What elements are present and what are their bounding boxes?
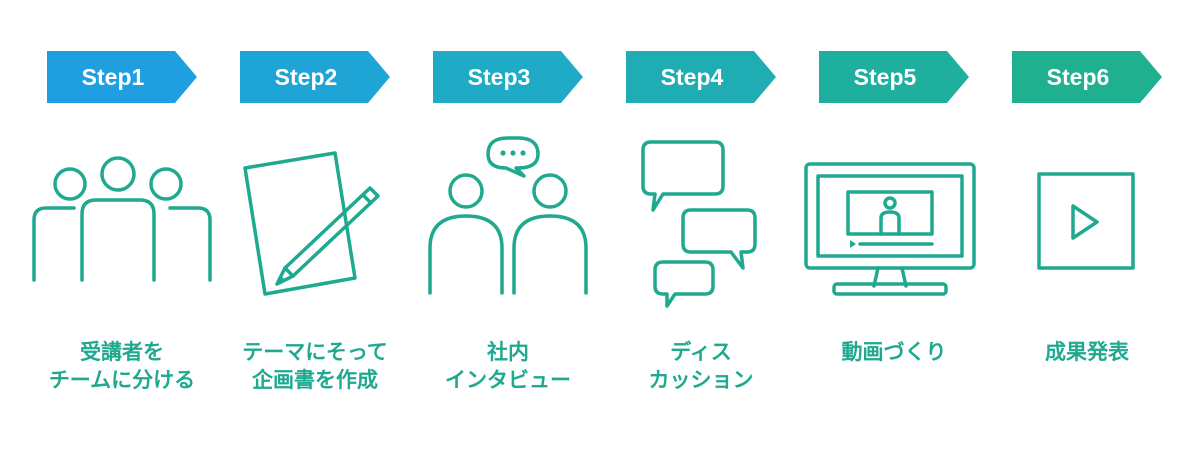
step-label: Step3 (467, 64, 531, 90)
step-label: Step5 (853, 64, 917, 90)
step-caption: ディス カッション (648, 340, 754, 392)
video-monitor-icon (804, 128, 984, 308)
step-badge: Step1 (47, 51, 197, 103)
step-3: Step3 社内 インタビュー (428, 0, 613, 472)
step-caption: 成果発表 (1045, 340, 1129, 364)
step-arrow-shape (240, 51, 390, 103)
step-caption: 動画づくり (841, 340, 947, 364)
step-label: Step1 (81, 64, 145, 90)
step-4: Step4 ディス カッション (626, 0, 806, 472)
step-5: Step5 動画づくり (804, 0, 999, 472)
step-arrow-shape (1012, 51, 1162, 103)
step-badge: Step6 (1012, 51, 1162, 103)
step-badge: Step2 (240, 51, 390, 103)
step-badge: Step3 (433, 51, 583, 103)
step-label: Step4 (660, 64, 724, 90)
step-arrow-shape (819, 51, 969, 103)
step-6: Step6 成果発表 (1012, 0, 1192, 472)
step-arrow-shape (433, 51, 583, 103)
step-2: Step2 テーマにそって 企画書を作成 (240, 0, 420, 472)
step-arrow-shape (47, 51, 197, 103)
step-label: Step6 (1046, 64, 1110, 90)
step-caption: 社内 インタビュー (445, 340, 571, 392)
interview-icon (418, 128, 598, 308)
team-icon (32, 128, 212, 308)
step-label: Step2 (274, 64, 338, 90)
step-badge: Step5 (819, 51, 969, 103)
step-arrow-shape (626, 51, 776, 103)
step-caption: テーマにそって 企画書を作成 (242, 340, 388, 392)
step-badge: Step4 (626, 51, 776, 103)
play-button-icon (997, 128, 1177, 308)
step-1: Step1 受講者を チームに分ける (32, 0, 227, 472)
speech-bubbles-icon (611, 128, 791, 308)
document-pencil-icon (225, 128, 405, 308)
step-caption: 受講者を チームに分ける (48, 340, 196, 392)
